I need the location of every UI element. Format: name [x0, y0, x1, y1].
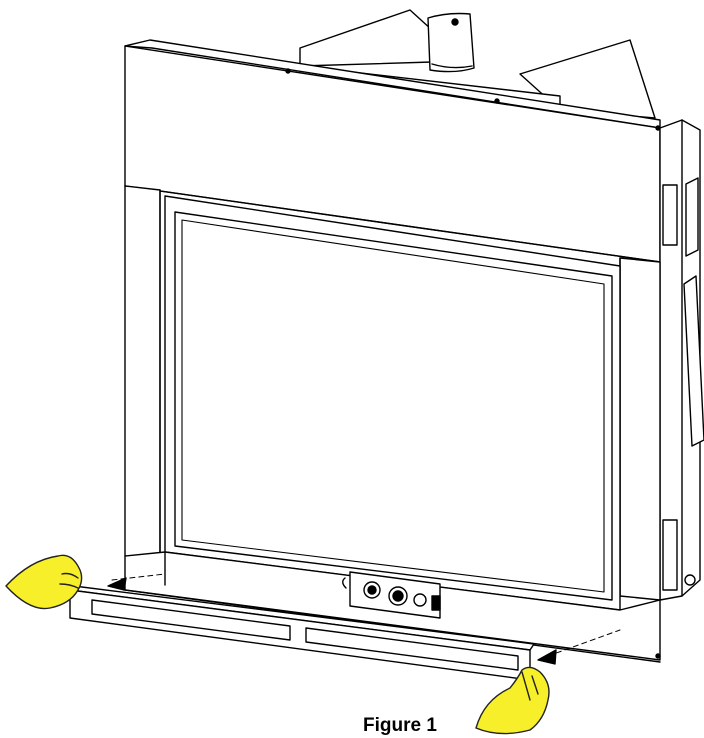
- figure-caption: Figure 1: [363, 715, 437, 736]
- glass-front-panel: [164, 195, 621, 611]
- right-side-panel: [659, 119, 704, 601]
- frame-columns: [124, 185, 661, 601]
- left-hand-icon: [5, 554, 83, 610]
- bottom-trim-bar: [69, 585, 535, 681]
- direction-arrow-icon: [107, 577, 557, 665]
- gas-valve: [342, 571, 441, 619]
- right-hand-icon: [475, 666, 550, 735]
- top-header-panel: [124, 39, 661, 263]
